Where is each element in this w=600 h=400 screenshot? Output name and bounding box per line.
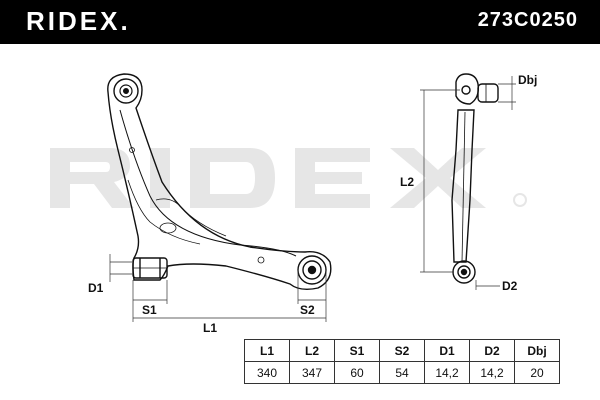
dimension-lines-left: [109, 254, 327, 322]
spec-header-row: L1 L2 S1 S2 D1 D2 Dbj: [244, 339, 560, 362]
label-l2: L2: [400, 175, 414, 189]
spec-header-cell: D1: [424, 339, 470, 362]
part-number: 273C0250: [477, 9, 578, 31]
spec-header-cell: S2: [379, 339, 425, 362]
spec-header-cell: D2: [469, 339, 515, 362]
rear-bushing: [297, 255, 327, 285]
brand-logo: RIDEX.: [26, 6, 131, 36]
dimension-lines-right: [420, 76, 516, 290]
spec-header-cell: S1: [334, 339, 380, 362]
spec-value-cell: 20: [514, 361, 560, 384]
spec-header-cell: Dbj: [514, 339, 560, 362]
spec-value-cell: 347: [289, 361, 335, 384]
front-bushing: [132, 257, 168, 279]
label-l1: L1: [203, 321, 217, 335]
spec-value-cell: 14,2: [424, 361, 470, 384]
header-bar: RIDEX. 273C0250: [0, 0, 600, 44]
label-s2: S2: [300, 303, 315, 317]
spec-table: L1 L2 S1 S2 D1 D2 Dbj 340 347 60 54 14,2…: [244, 339, 560, 384]
side-view-arm: [451, 73, 499, 284]
control-arm-diagram: D1 S1 L1 S2 L2 Dbj D2: [88, 73, 537, 335]
label-d1: D1: [88, 281, 104, 295]
ball-joint-top: [113, 78, 139, 104]
spec-value-cell: 60: [334, 361, 380, 384]
watermark-logo: [50, 148, 527, 208]
spec-value-cell: 54: [379, 361, 425, 384]
spec-header-cell: L1: [244, 339, 290, 362]
label-s1: S1: [142, 303, 157, 317]
spec-value-row: 340 347 60 54 14,2 14,2 20: [244, 361, 560, 384]
spec-header-cell: L2: [289, 339, 335, 362]
label-d2: D2: [502, 279, 518, 293]
control-arm-outline: [107, 73, 332, 291]
spec-value-cell: 14,2: [469, 361, 515, 384]
label-dbj: Dbj: [518, 73, 537, 87]
spec-value-cell: 340: [244, 361, 290, 384]
